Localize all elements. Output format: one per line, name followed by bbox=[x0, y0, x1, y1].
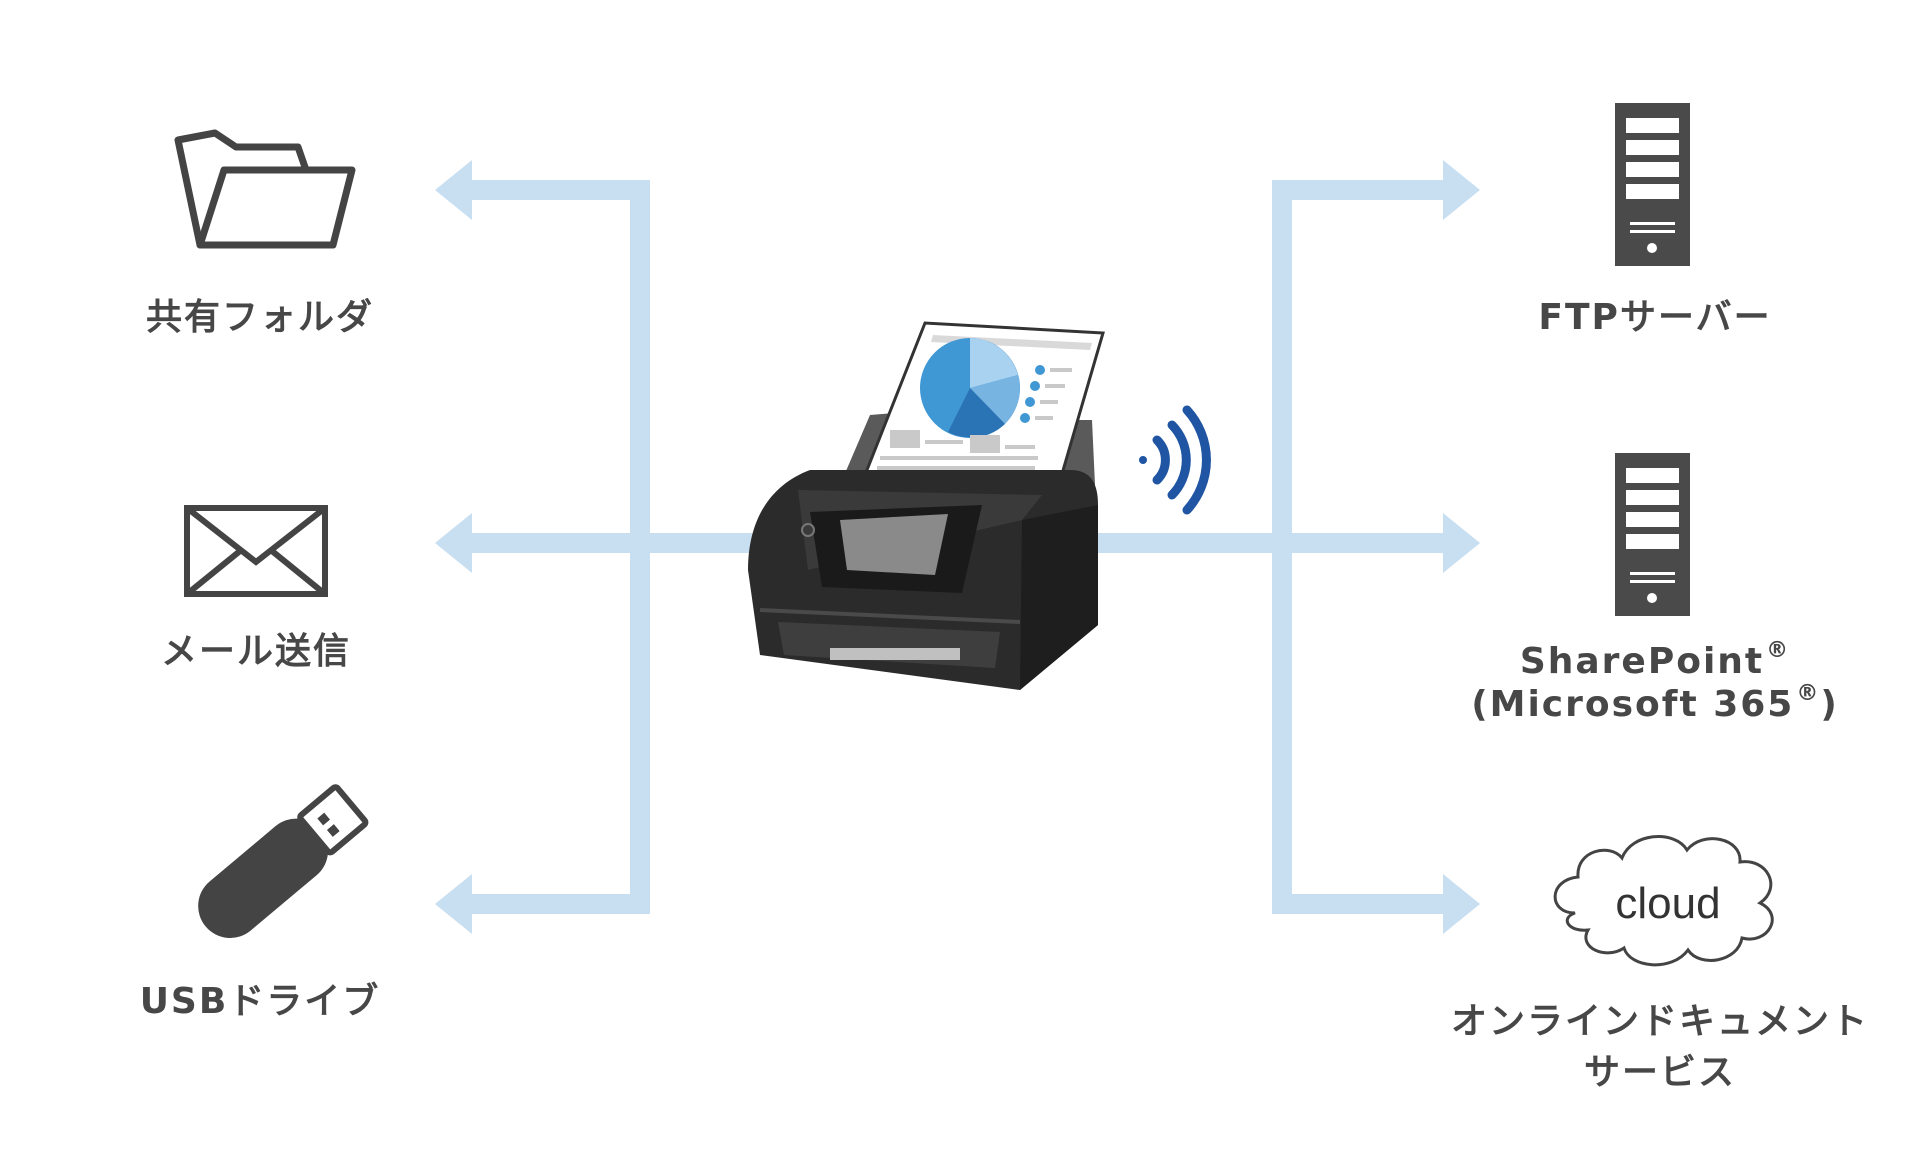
arrow-left-bottom bbox=[435, 874, 472, 934]
envelope-icon bbox=[184, 505, 328, 597]
cloud-icon: cloud bbox=[1553, 835, 1774, 967]
server-icon bbox=[1615, 103, 1690, 266]
cloud-icon-text: cloud bbox=[1615, 879, 1720, 928]
folder-icon bbox=[174, 129, 356, 249]
arrow-right-middle bbox=[1443, 513, 1480, 573]
label-online-document-line2: サービス bbox=[1583, 1052, 1736, 1094]
label-ftp-server: FTPサーバー bbox=[1538, 297, 1772, 338]
arrow-left-middle bbox=[435, 513, 472, 573]
server-icon bbox=[1615, 453, 1690, 616]
scanned-document bbox=[862, 321, 1105, 500]
label-shared-folder: 共有フォルダ bbox=[145, 297, 374, 338]
arrow-right-top bbox=[1443, 160, 1480, 220]
pie-chart-graphic bbox=[920, 338, 1020, 438]
scanner-icon bbox=[748, 321, 1105, 690]
wifi-signal-icon bbox=[1139, 405, 1211, 515]
usb-drive-icon bbox=[198, 784, 369, 938]
label-sharepoint-line2: (Microsoft 365®) bbox=[1471, 681, 1839, 726]
label-online-document-service: オンラインドキュメント サービス bbox=[1430, 1000, 1890, 1094]
arrow-right-bottom bbox=[1443, 874, 1480, 934]
arrow-left-top bbox=[435, 160, 472, 220]
scanner-screen bbox=[840, 514, 948, 575]
label-online-document-line1: オンラインドキュメント bbox=[1450, 1001, 1869, 1042]
connector-lines bbox=[460, 180, 1450, 914]
label-usb-drive: USBドライブ bbox=[139, 981, 381, 1022]
arrowheads bbox=[435, 160, 1480, 934]
label-sharepoint: SharePoint® (Microsoft 365®) bbox=[1460, 638, 1850, 726]
label-email: メール送信 bbox=[160, 631, 351, 672]
label-sharepoint-line1: SharePoint® bbox=[1519, 638, 1791, 682]
